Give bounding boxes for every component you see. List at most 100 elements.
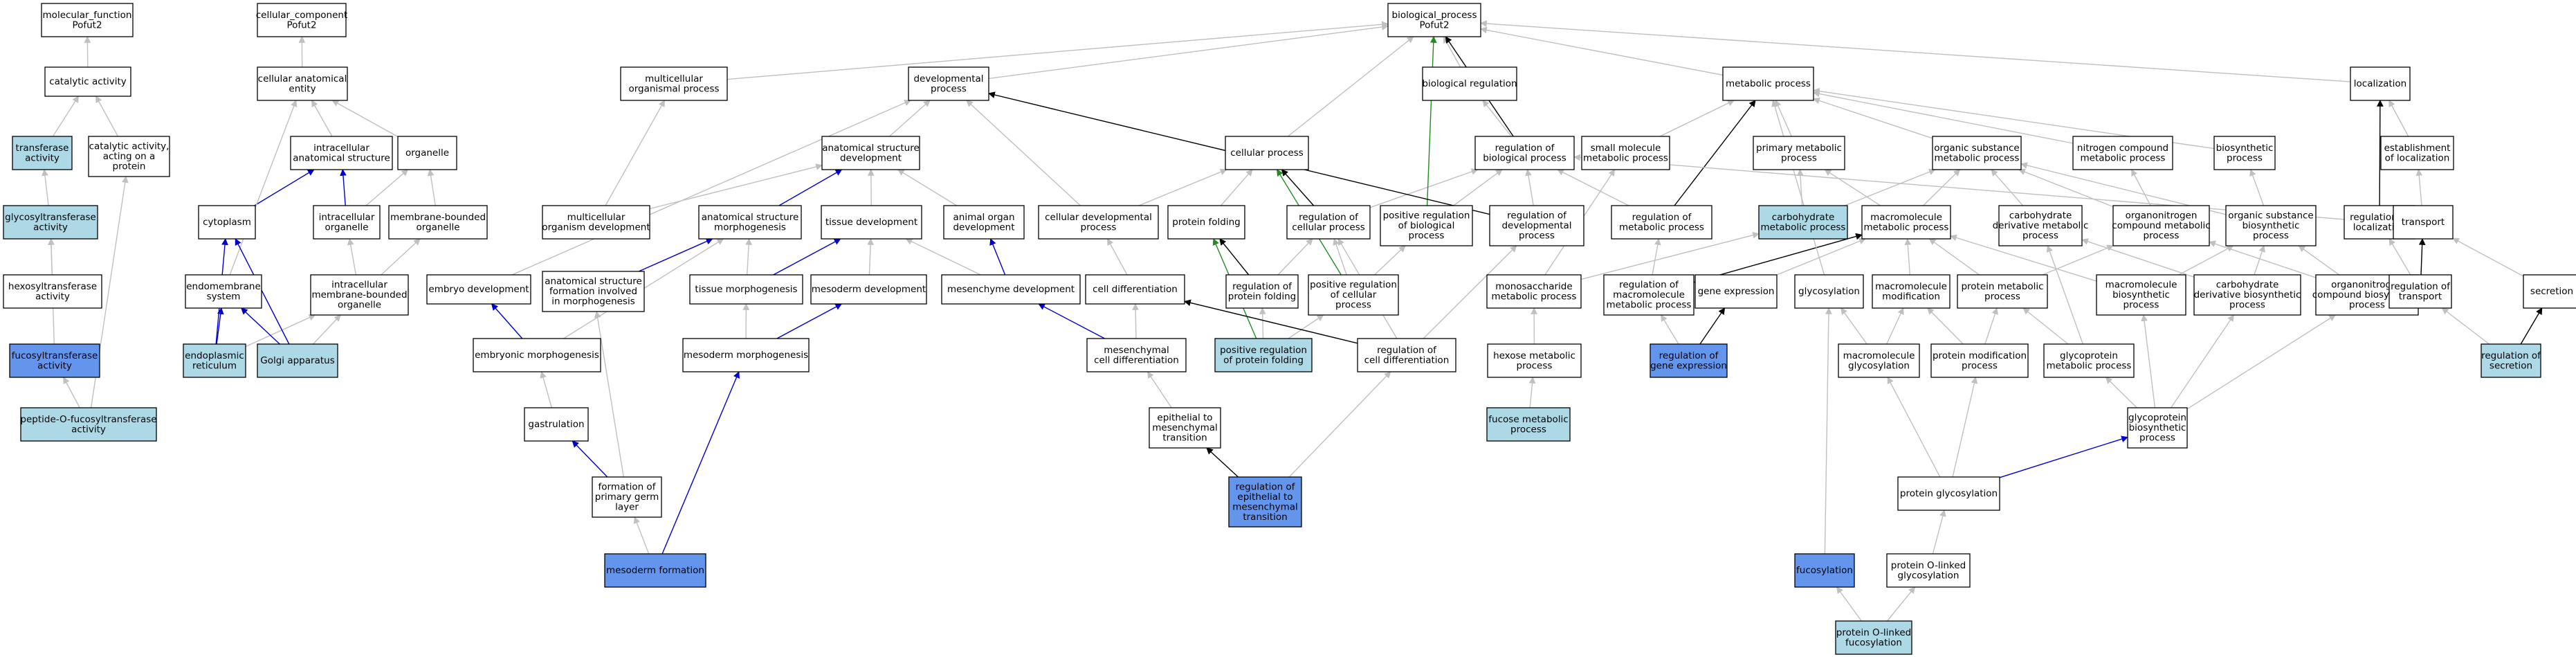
edge-ocbp-to-osbp <box>2298 245 2340 276</box>
node-label: gastrulation <box>528 419 584 430</box>
edge-line <box>511 100 911 276</box>
edge-remt-to-emt <box>1206 447 1239 478</box>
node-label: anatomical structure <box>545 276 642 287</box>
edge-rsec-to-rtrans <box>2441 307 2490 345</box>
edge-line <box>2105 377 2137 408</box>
edge-line <box>1991 169 2024 206</box>
node-label: cellular developmental <box>1045 212 1152 223</box>
node-label: activity <box>33 222 68 233</box>
edge-line <box>1952 377 1978 478</box>
node-box <box>1998 205 2083 246</box>
edge-line <box>1776 237 1866 276</box>
edge-line <box>1374 245 1406 276</box>
node-box <box>1957 274 2048 309</box>
node-box <box>821 205 922 240</box>
edge-line <box>240 307 280 345</box>
node-label: metabolic process <box>2081 152 2166 163</box>
edge-line <box>84 36 91 68</box>
edge-prcp-to-prbp <box>1374 245 1406 276</box>
node-mesf: mesoderm formation <box>604 553 706 588</box>
node-label: metabolic process <box>1492 291 1577 302</box>
node-label: process <box>1409 231 1445 242</box>
edge-gpmp-to-cdmp <box>2046 245 2084 345</box>
edge-pglyc-to-mglyc <box>1887 377 1941 478</box>
edge-aod-to-asd <box>897 169 958 206</box>
node-label: epithelial to <box>1157 413 1212 424</box>
edge-line <box>905 238 981 276</box>
edge-line <box>2249 169 2265 206</box>
node-label: process <box>2253 231 2289 242</box>
node-label: organic substance <box>1934 143 2019 154</box>
node-label: organismal process <box>628 83 719 94</box>
edge-mesf-to-fpgl <box>633 516 650 555</box>
edge-line <box>1573 154 2345 220</box>
edge-line <box>966 100 1081 206</box>
node-label: derivative biosynthetic <box>2194 289 2301 300</box>
node-label: organelle <box>416 222 459 233</box>
edge-line <box>2046 245 2084 345</box>
edge-rcd-to-celld <box>1184 299 1358 344</box>
edge-tm-to-td <box>773 238 841 276</box>
node-label: developmental <box>913 73 983 84</box>
edge-mglyc-to-glycosyl <box>1840 307 1867 345</box>
edge-line <box>1824 169 1881 206</box>
node-bioreg: biological regulation <box>1422 66 1517 101</box>
node-box <box>2225 205 2317 246</box>
edge-line <box>1277 238 1313 276</box>
node-label: embryonic morphogenesis <box>475 350 599 361</box>
node-box <box>1038 205 1159 240</box>
edge-line <box>988 24 1389 80</box>
edge-golgi-to-cyto <box>235 238 290 345</box>
edge-polf-to-polg <box>1886 586 1916 622</box>
node-box <box>3 274 102 309</box>
node-label: anatomical structure <box>822 143 920 154</box>
edge-polg-to-pglyc <box>1932 510 1946 555</box>
edge-mcd-to-celld <box>1132 303 1139 339</box>
edge-asd-to-dev <box>889 100 931 137</box>
node-label: protein modification <box>1933 350 2027 361</box>
node-label: gene expression <box>1698 286 1775 297</box>
node-celld: cell differentiation <box>1085 274 1185 305</box>
edge-line <box>1480 26 1724 76</box>
node-box <box>426 274 531 305</box>
edge-rcp-to-cellp <box>1281 169 1315 206</box>
node-label: cell differentiation <box>1094 354 1179 366</box>
node-box <box>44 66 131 97</box>
node-label: mesoderm development <box>812 284 926 295</box>
node-label: system <box>207 291 241 302</box>
node-box <box>592 476 662 518</box>
node-label: of localization <box>2385 152 2450 163</box>
node-label: glycosylation <box>1798 286 1860 297</box>
edge-line <box>727 21 1389 80</box>
node-box <box>1838 343 1920 378</box>
edge-line <box>63 377 80 408</box>
node-box <box>1930 343 2029 378</box>
edge-line <box>254 169 315 206</box>
edge-line <box>2081 238 2195 278</box>
edge-pfold-to-cellp <box>1220 169 1253 206</box>
edge-io-to-organelle <box>365 169 409 206</box>
node-box <box>2393 205 2454 240</box>
edge-line <box>1038 303 1105 339</box>
node-box <box>943 205 1025 240</box>
node-label: compound metabolic <box>2112 220 2210 231</box>
node-box <box>2523 274 2576 309</box>
edge-line <box>1220 169 1253 206</box>
node-pfold: protein folding <box>1167 205 1245 240</box>
edge-pglyc-to-pmod <box>1952 377 1978 478</box>
